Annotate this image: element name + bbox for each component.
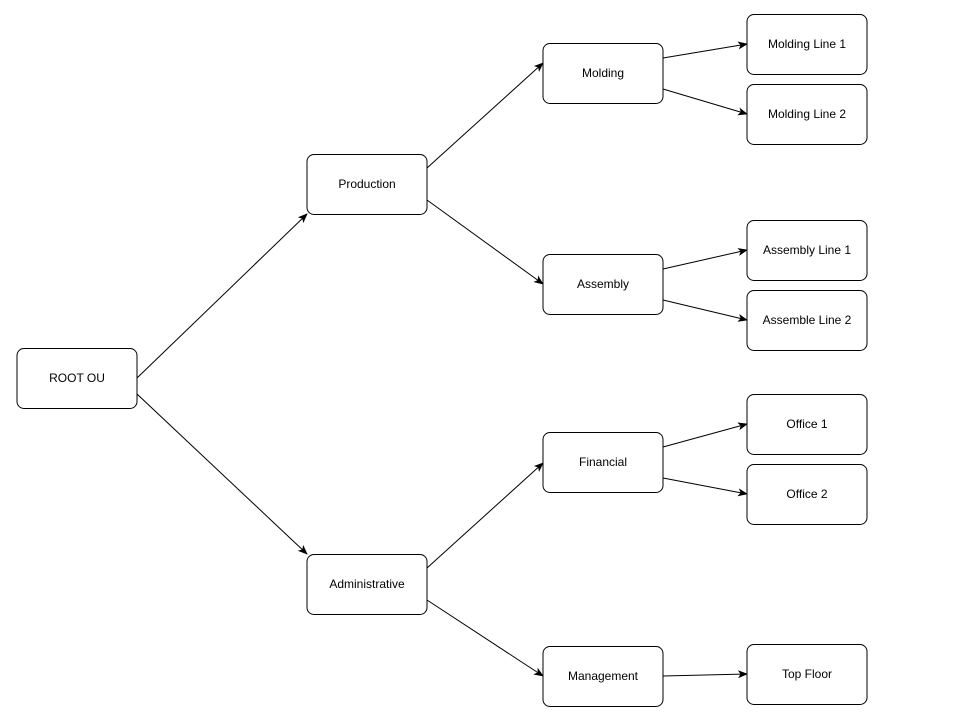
- node-top-floor[interactable]: Top Floor: [746, 644, 868, 705]
- node-office-1[interactable]: Office 1: [746, 394, 868, 455]
- node-label: Top Floor: [782, 667, 832, 681]
- node-molding-line-2[interactable]: Molding Line 2: [746, 84, 868, 145]
- node-label: Molding Line 2: [768, 107, 846, 121]
- node-management[interactable]: Management: [542, 646, 664, 707]
- node-label: Office 2: [786, 487, 827, 501]
- node-root[interactable]: ROOT OU: [16, 348, 138, 409]
- node-label: Management: [568, 669, 639, 683]
- edge-financial-office-1: [662, 422, 748, 448]
- node-molding[interactable]: Molding: [542, 43, 664, 104]
- node-label: Assemble Line 2: [763, 313, 852, 327]
- node-label: Molding: [582, 66, 624, 80]
- edge-production-assembly: [426, 199, 544, 285]
- edge-production-molding: [426, 62, 544, 169]
- node-assembly[interactable]: Assembly: [542, 254, 664, 315]
- edge-root-production: [136, 213, 308, 379]
- edge-financial-office-2: [662, 477, 748, 497]
- node-label: Production: [338, 177, 395, 191]
- nodes: ROOT OU Production Administrative Moldin…: [16, 14, 868, 707]
- node-label: Administrative: [329, 577, 405, 591]
- edge-assembly-assembly-line-1: [662, 248, 748, 270]
- node-molding-line-1[interactable]: Molding Line 1: [746, 14, 868, 75]
- node-financial[interactable]: Financial: [542, 432, 664, 493]
- node-production[interactable]: Production: [306, 154, 428, 215]
- edge-assembly-assemble-line-2: [662, 299, 748, 322]
- edge-molding-molding-line-2: [662, 88, 748, 116]
- node-office-2[interactable]: Office 2: [746, 464, 868, 525]
- node-assemble-line-2[interactable]: Assemble Line 2: [746, 290, 868, 351]
- node-assembly-line-1[interactable]: Assembly Line 1: [746, 220, 868, 281]
- node-label: Financial: [579, 455, 627, 469]
- edge-administrative-financial: [426, 462, 544, 569]
- node-label: Assembly Line 1: [763, 243, 851, 257]
- node-label: Office 1: [786, 417, 827, 431]
- node-administrative[interactable]: Administrative: [306, 554, 428, 615]
- node-label: Assembly: [577, 277, 629, 291]
- edge-management-top-floor: [662, 670, 748, 679]
- node-label: Molding Line 1: [768, 37, 846, 51]
- node-label: ROOT OU: [49, 371, 105, 385]
- edges: [136, 41, 748, 679]
- edge-root-administrative: [136, 393, 308, 555]
- edge-administrative-management: [426, 599, 544, 677]
- edge-molding-molding-line-1: [662, 41, 748, 59]
